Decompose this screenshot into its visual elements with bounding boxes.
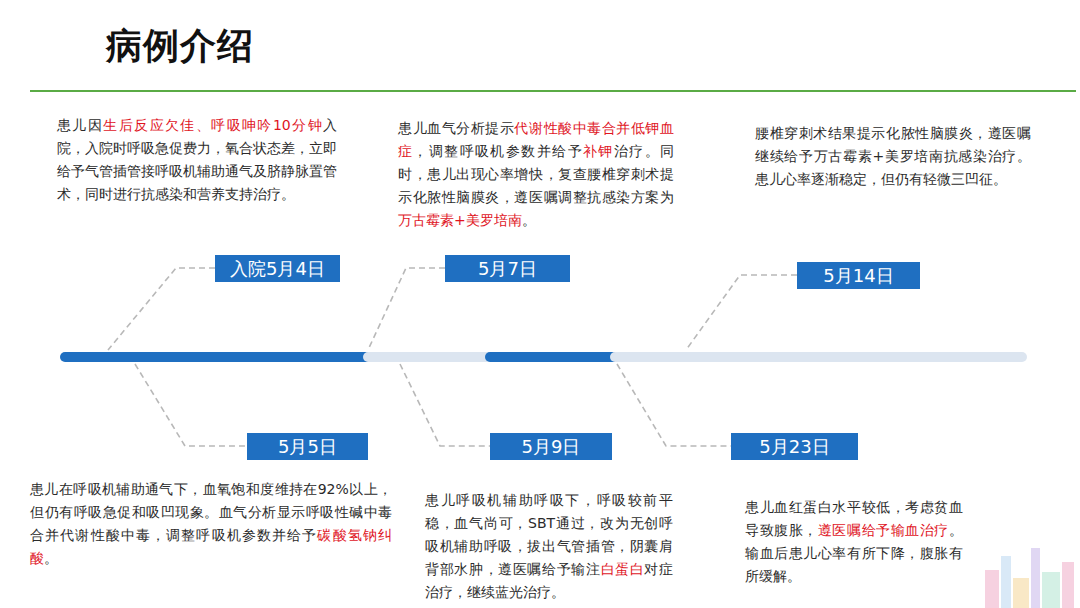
note-text: 。 [44,550,58,566]
leader-line [108,268,215,350]
date-label: 5月5日 [278,435,337,459]
date-box: 5月14日 [797,262,920,289]
note-text: 腰椎穿刺术结果提示化脓性脑膜炎，遵医嘱继续给予万古霉素+美罗培南抗感染治疗。患儿… [755,125,1031,187]
note-text: 患儿因 [57,117,103,133]
date-box: 5月23日 [731,433,858,460]
leader-line [617,364,731,446]
event-note: 患儿在呼吸机辅助通气下，血氧饱和度维持在92%以上，但仍有呼吸急促和吸凹现象。血… [30,478,392,570]
event-note: 患儿因生后反应欠佳、呼吸呻吟10分钟入院，入院时呼吸急促费力，氧合状态差，立即给… [57,114,337,206]
timeline-bar [65,352,368,362]
date-box: 5月7日 [445,255,570,282]
date-box: 5月5日 [247,433,368,460]
leader-line [400,364,490,446]
note-text: 患儿血气分析提示 [398,120,514,136]
highlight-text: 万古霉素+美罗培南 [398,212,522,228]
slide-title: 病例介绍 [106,22,254,71]
date-label: 5月14日 [823,264,893,288]
event-note: 患儿血红蛋白水平较低，考虑贫血导致腹胀，遵医嘱给予输血治疗。输血后患儿心率有所下… [745,496,963,588]
highlight-text: 生后反应欠佳、呼吸呻吟10分钟 [103,117,323,133]
highlight-text: 补钾 [583,143,614,159]
highlight-text: 白蛋白 [601,561,645,577]
leader-line [135,364,247,446]
city-decor [1013,578,1029,608]
note-text: 。 [522,212,536,228]
date-label: 入院5月4日 [230,257,325,281]
city-decor [1062,562,1074,608]
event-note: 患儿血气分析提示代谢性酸中毒合并低钾血症，调整呼吸机参数并给予补钾治疗。同时，患… [398,117,674,232]
date-label: 5月7日 [478,257,537,281]
leader-line [368,268,445,350]
date-label: 5月9日 [522,435,581,459]
city-decor [1001,556,1011,608]
date-box: 入院5月4日 [215,255,340,282]
note-text: ，调整呼吸机参数并给予 [413,143,583,159]
date-label: 5月23日 [759,435,829,459]
event-note: 腰椎穿刺术结果提示化脓性脑膜炎，遵医嘱继续给予万古霉素+美罗培南抗感染治疗。患儿… [755,122,1031,191]
highlight-text: 遵医嘱给予输血治疗 [818,522,949,538]
city-decor [985,570,999,608]
timeline-bar [490,352,615,362]
timeline-bar [615,352,1022,362]
date-box: 5月9日 [490,433,612,460]
event-note: 患儿呼吸机辅助呼吸下，呼吸较前平稳，血气尚可，SBT通过，改为无创呼吸机辅助呼吸… [425,489,673,604]
city-decor [1042,572,1060,608]
title-rule [30,90,1076,92]
timeline-bar [368,352,490,362]
leader-line [686,275,797,350]
city-decor [1031,548,1040,608]
